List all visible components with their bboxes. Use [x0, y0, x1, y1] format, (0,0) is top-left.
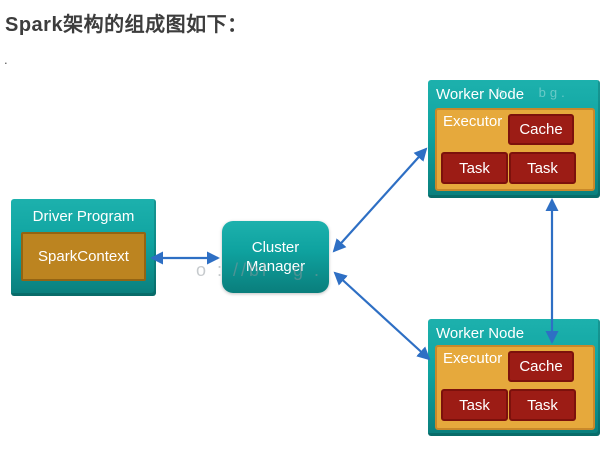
- executor-bottom-label: Executor: [443, 350, 503, 367]
- cache-top-box: Cache: [508, 114, 574, 145]
- task-top-2-box: Task: [509, 152, 576, 184]
- cluster-manager-label: Cluster Manager: [245, 239, 306, 275]
- task-top-2-label: Task: [527, 159, 558, 177]
- driver-program-box: Driver Program SparkContext: [11, 199, 156, 296]
- executor-top-box: Executor Cache Task Task: [435, 108, 595, 191]
- arrow-cluster-worker-top: [332, 147, 428, 253]
- task-bottom-2-label: Task: [527, 396, 558, 414]
- stray-dot: .: [4, 52, 8, 67]
- task-bottom-1-label: Task: [459, 396, 490, 414]
- cache-bottom-label: Cache: [519, 358, 563, 375]
- task-top-1-box: Task: [441, 152, 508, 184]
- driver-program-label: Driver Program: [32, 208, 135, 225]
- arrow-cluster-worker-bottom: [333, 271, 431, 361]
- task-bottom-1-box: Task: [441, 389, 508, 421]
- spark-context-box: SparkContext: [21, 232, 146, 281]
- cluster-manager-box: Cluster Manager: [222, 221, 329, 293]
- worker-node-bottom-box: Worker Node Executor Cache Task Task: [428, 319, 600, 436]
- executor-top-label: Executor: [443, 113, 503, 130]
- cache-bottom-box: Cache: [508, 351, 574, 382]
- worker-node-top-label: Worker Node: [436, 86, 525, 103]
- page-title: Spark架构的组成图如下：: [5, 14, 248, 36]
- spark-context-label: SparkContext: [38, 248, 129, 265]
- worker-node-top-box: Worker Node Executor Cache Task Task: [428, 80, 600, 198]
- task-bottom-2-box: Task: [509, 389, 576, 421]
- executor-bottom-box: Executor Cache Task Task: [435, 345, 595, 430]
- cache-top-label: Cache: [519, 121, 563, 138]
- worker-node-bottom-label: Worker Node: [436, 325, 525, 342]
- task-top-1-label: Task: [459, 159, 490, 177]
